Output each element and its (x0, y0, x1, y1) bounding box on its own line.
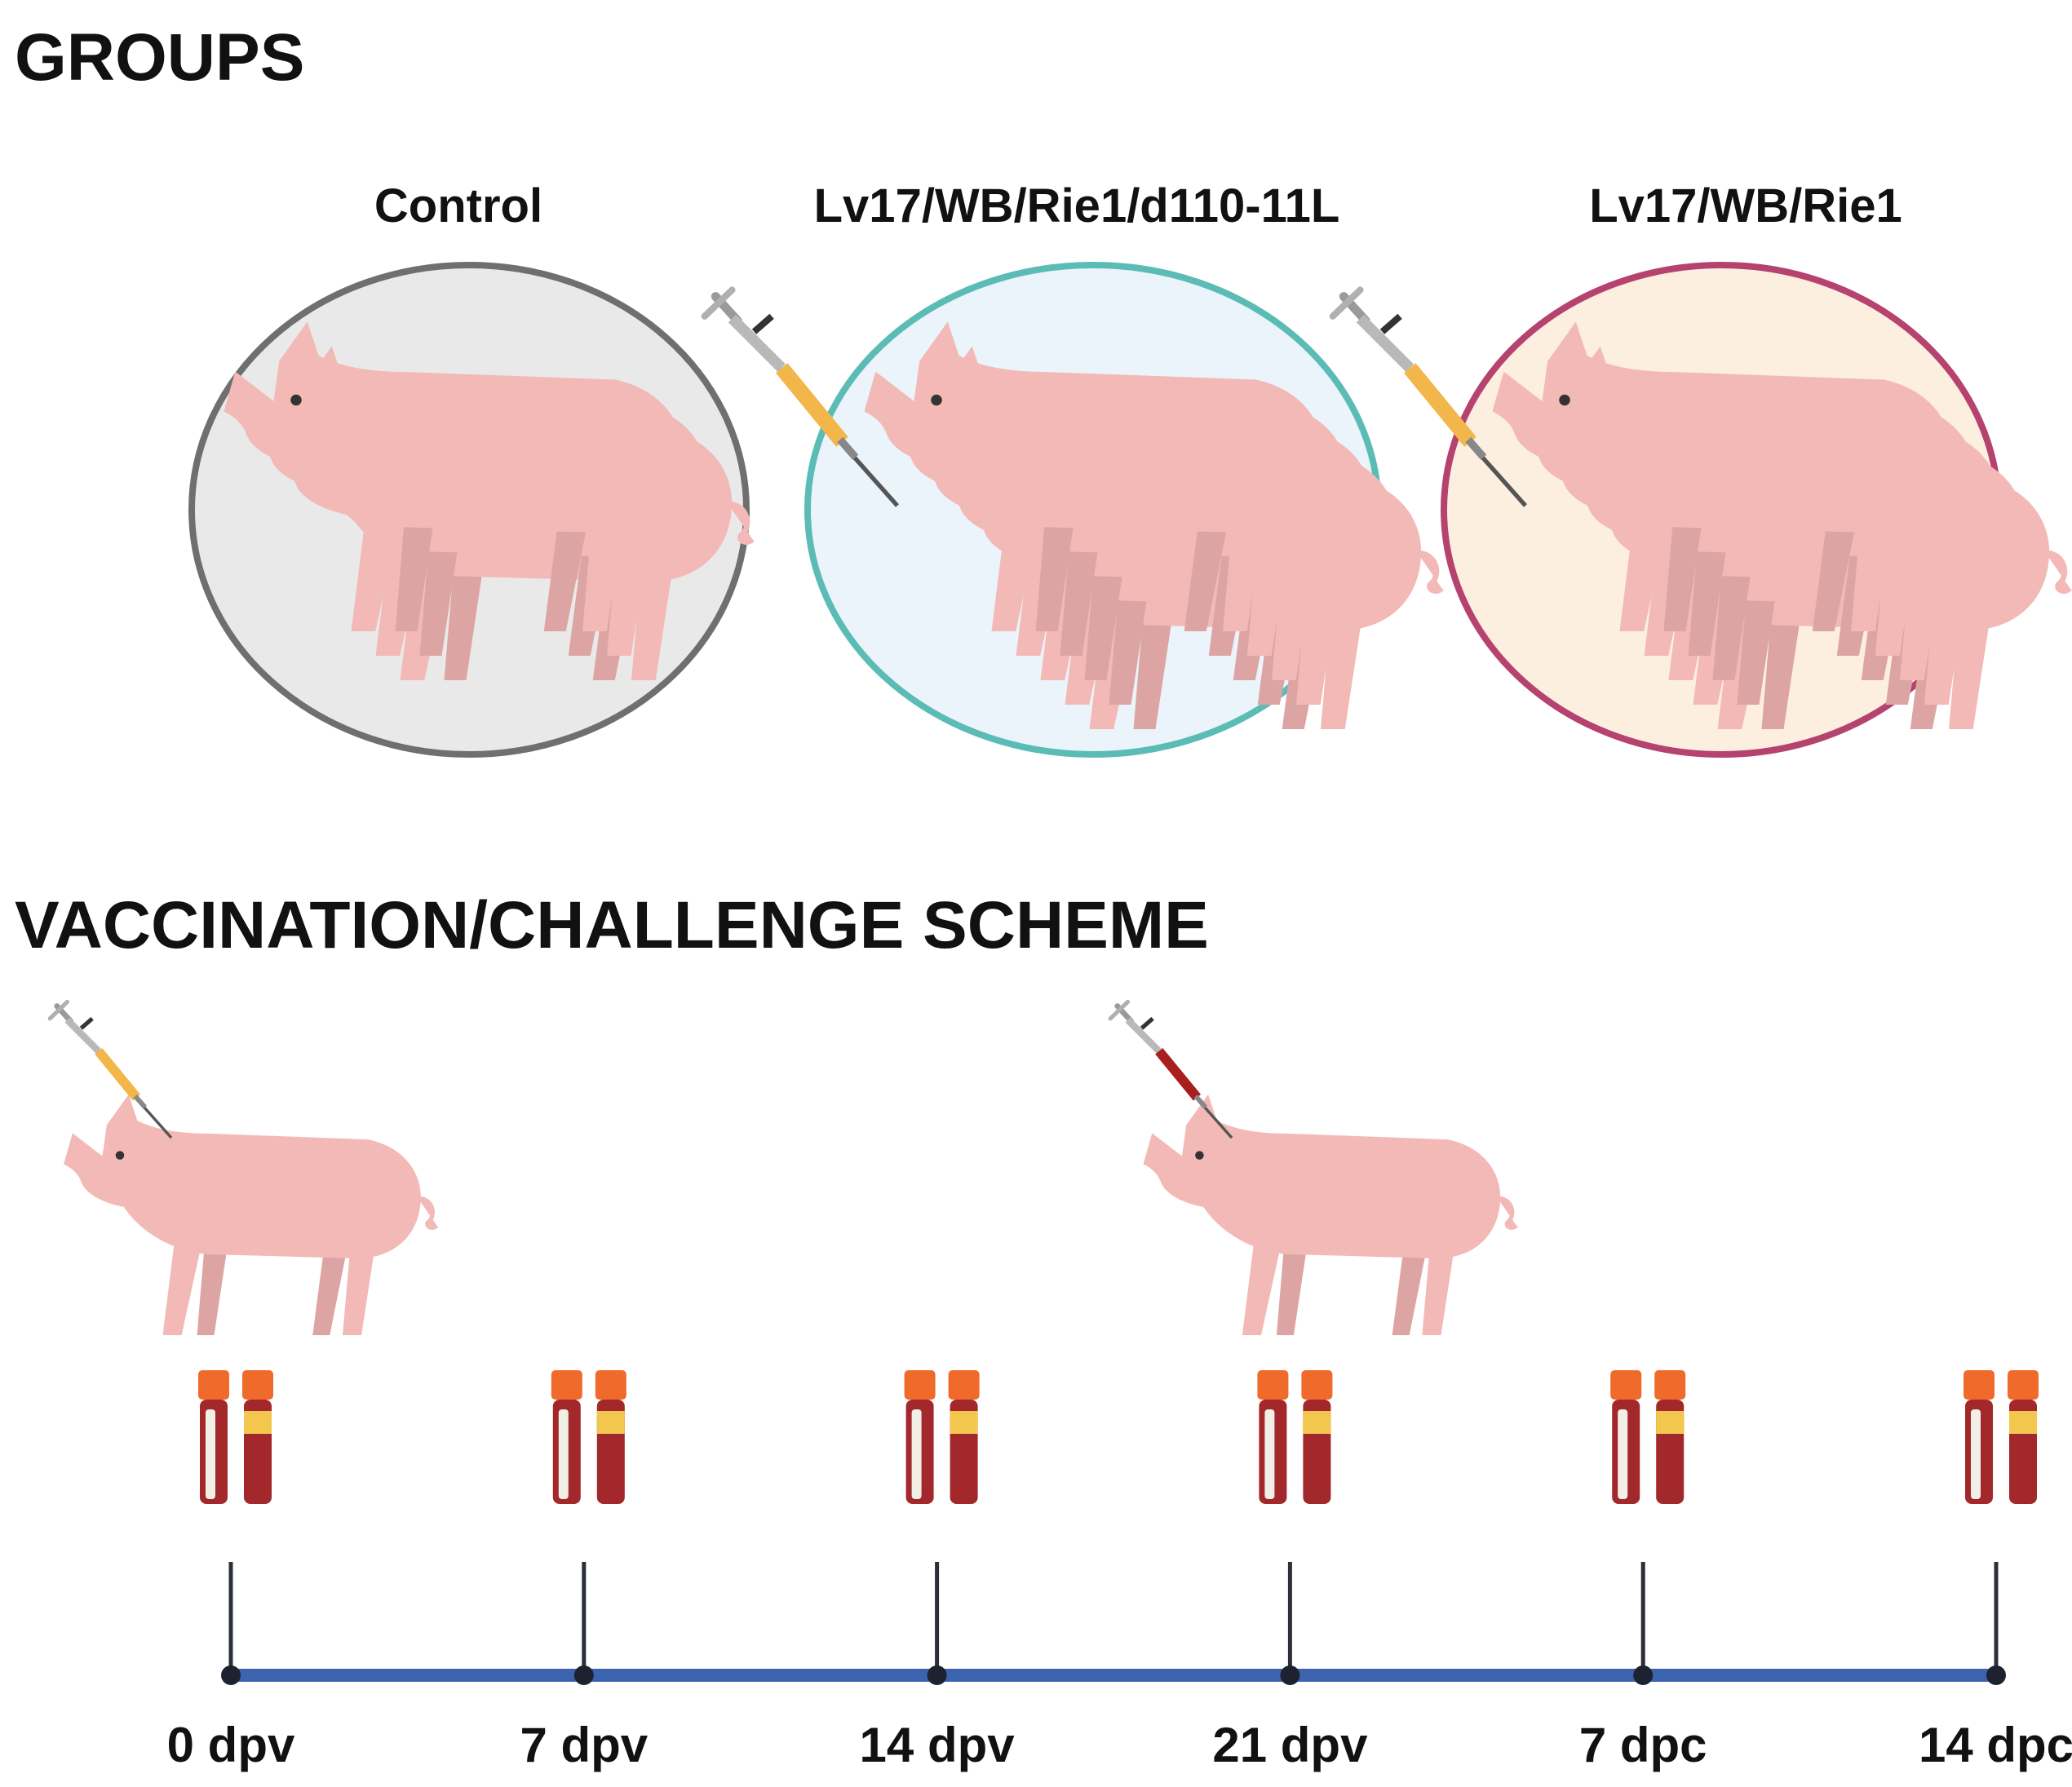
timepoint-0-dpv: 0 dpv (167, 1370, 295, 1772)
group-2: Lv17/WB/Rie1/d110-11L (705, 179, 1442, 758)
group-label: Lv17/WB/Rie1 (1589, 179, 1902, 232)
timepoint-label: 14 dpv (860, 1718, 1016, 1772)
timeline-panel: 0 dpv 7 dpv 14 dpv 21 dpv 7 dpc 14 dpc (50, 1002, 2072, 1772)
timepoint-7-dpv: 7 dpv (520, 1370, 649, 1772)
blood-tube-icon (1257, 1370, 1333, 1504)
timepoint-label: 21 dpv (1212, 1718, 1368, 1772)
timepoint-label: 7 dpv (520, 1718, 648, 1772)
timepoint-label: 7 dpc (1579, 1718, 1707, 1772)
challenge-pig-icon (1144, 1095, 1516, 1335)
group-1: Control (188, 179, 753, 758)
blood-tube-icon (551, 1370, 626, 1504)
timeline-dot (1986, 1665, 2006, 1685)
vaccine-syringe-icon (50, 1002, 171, 1138)
timepoint-14-dpc: 14 dpc (1919, 1370, 2072, 1772)
groups-panel: Control Lv17/WB/Rie1/d110-11L Lv17/WB/Rie1 (188, 179, 2070, 758)
blood-tube-icon (1610, 1370, 1686, 1504)
timeline-dot (1280, 1665, 1300, 1685)
group-label: Lv17/WB/Rie1/d110-11L (814, 179, 1340, 232)
timeline-dot (573, 1665, 594, 1685)
scheme-title: VACCINATION/CHALLENGE SCHEME (15, 888, 1209, 962)
groups-title: GROUPS (15, 20, 304, 95)
timepoint-7-dpc: 7 dpc (1579, 1370, 1707, 1772)
blood-tube-icon (1964, 1370, 2039, 1504)
timepoint-label: 14 dpc (1919, 1718, 2072, 1772)
timepoint-14-dpv: 14 dpv (860, 1370, 1016, 1772)
timepoint-21-dpv: 21 dpv (1212, 1370, 1368, 1772)
blood-tube-icon (198, 1370, 273, 1504)
syringe-icon (1333, 290, 1525, 506)
blood-tube-icon (904, 1370, 980, 1504)
timeline-dot (221, 1665, 241, 1685)
vaccination-pig-icon (64, 1095, 437, 1335)
challenge-syringe-icon (1110, 1002, 1232, 1138)
syringe-icon (705, 290, 897, 506)
group-3: Lv17/WB/Rie1 (1333, 179, 2070, 758)
timepoint-label: 0 dpv (167, 1718, 295, 1772)
timeline-dot (1633, 1665, 1654, 1685)
group-label: Control (374, 179, 542, 232)
timeline-dot (927, 1665, 947, 1685)
